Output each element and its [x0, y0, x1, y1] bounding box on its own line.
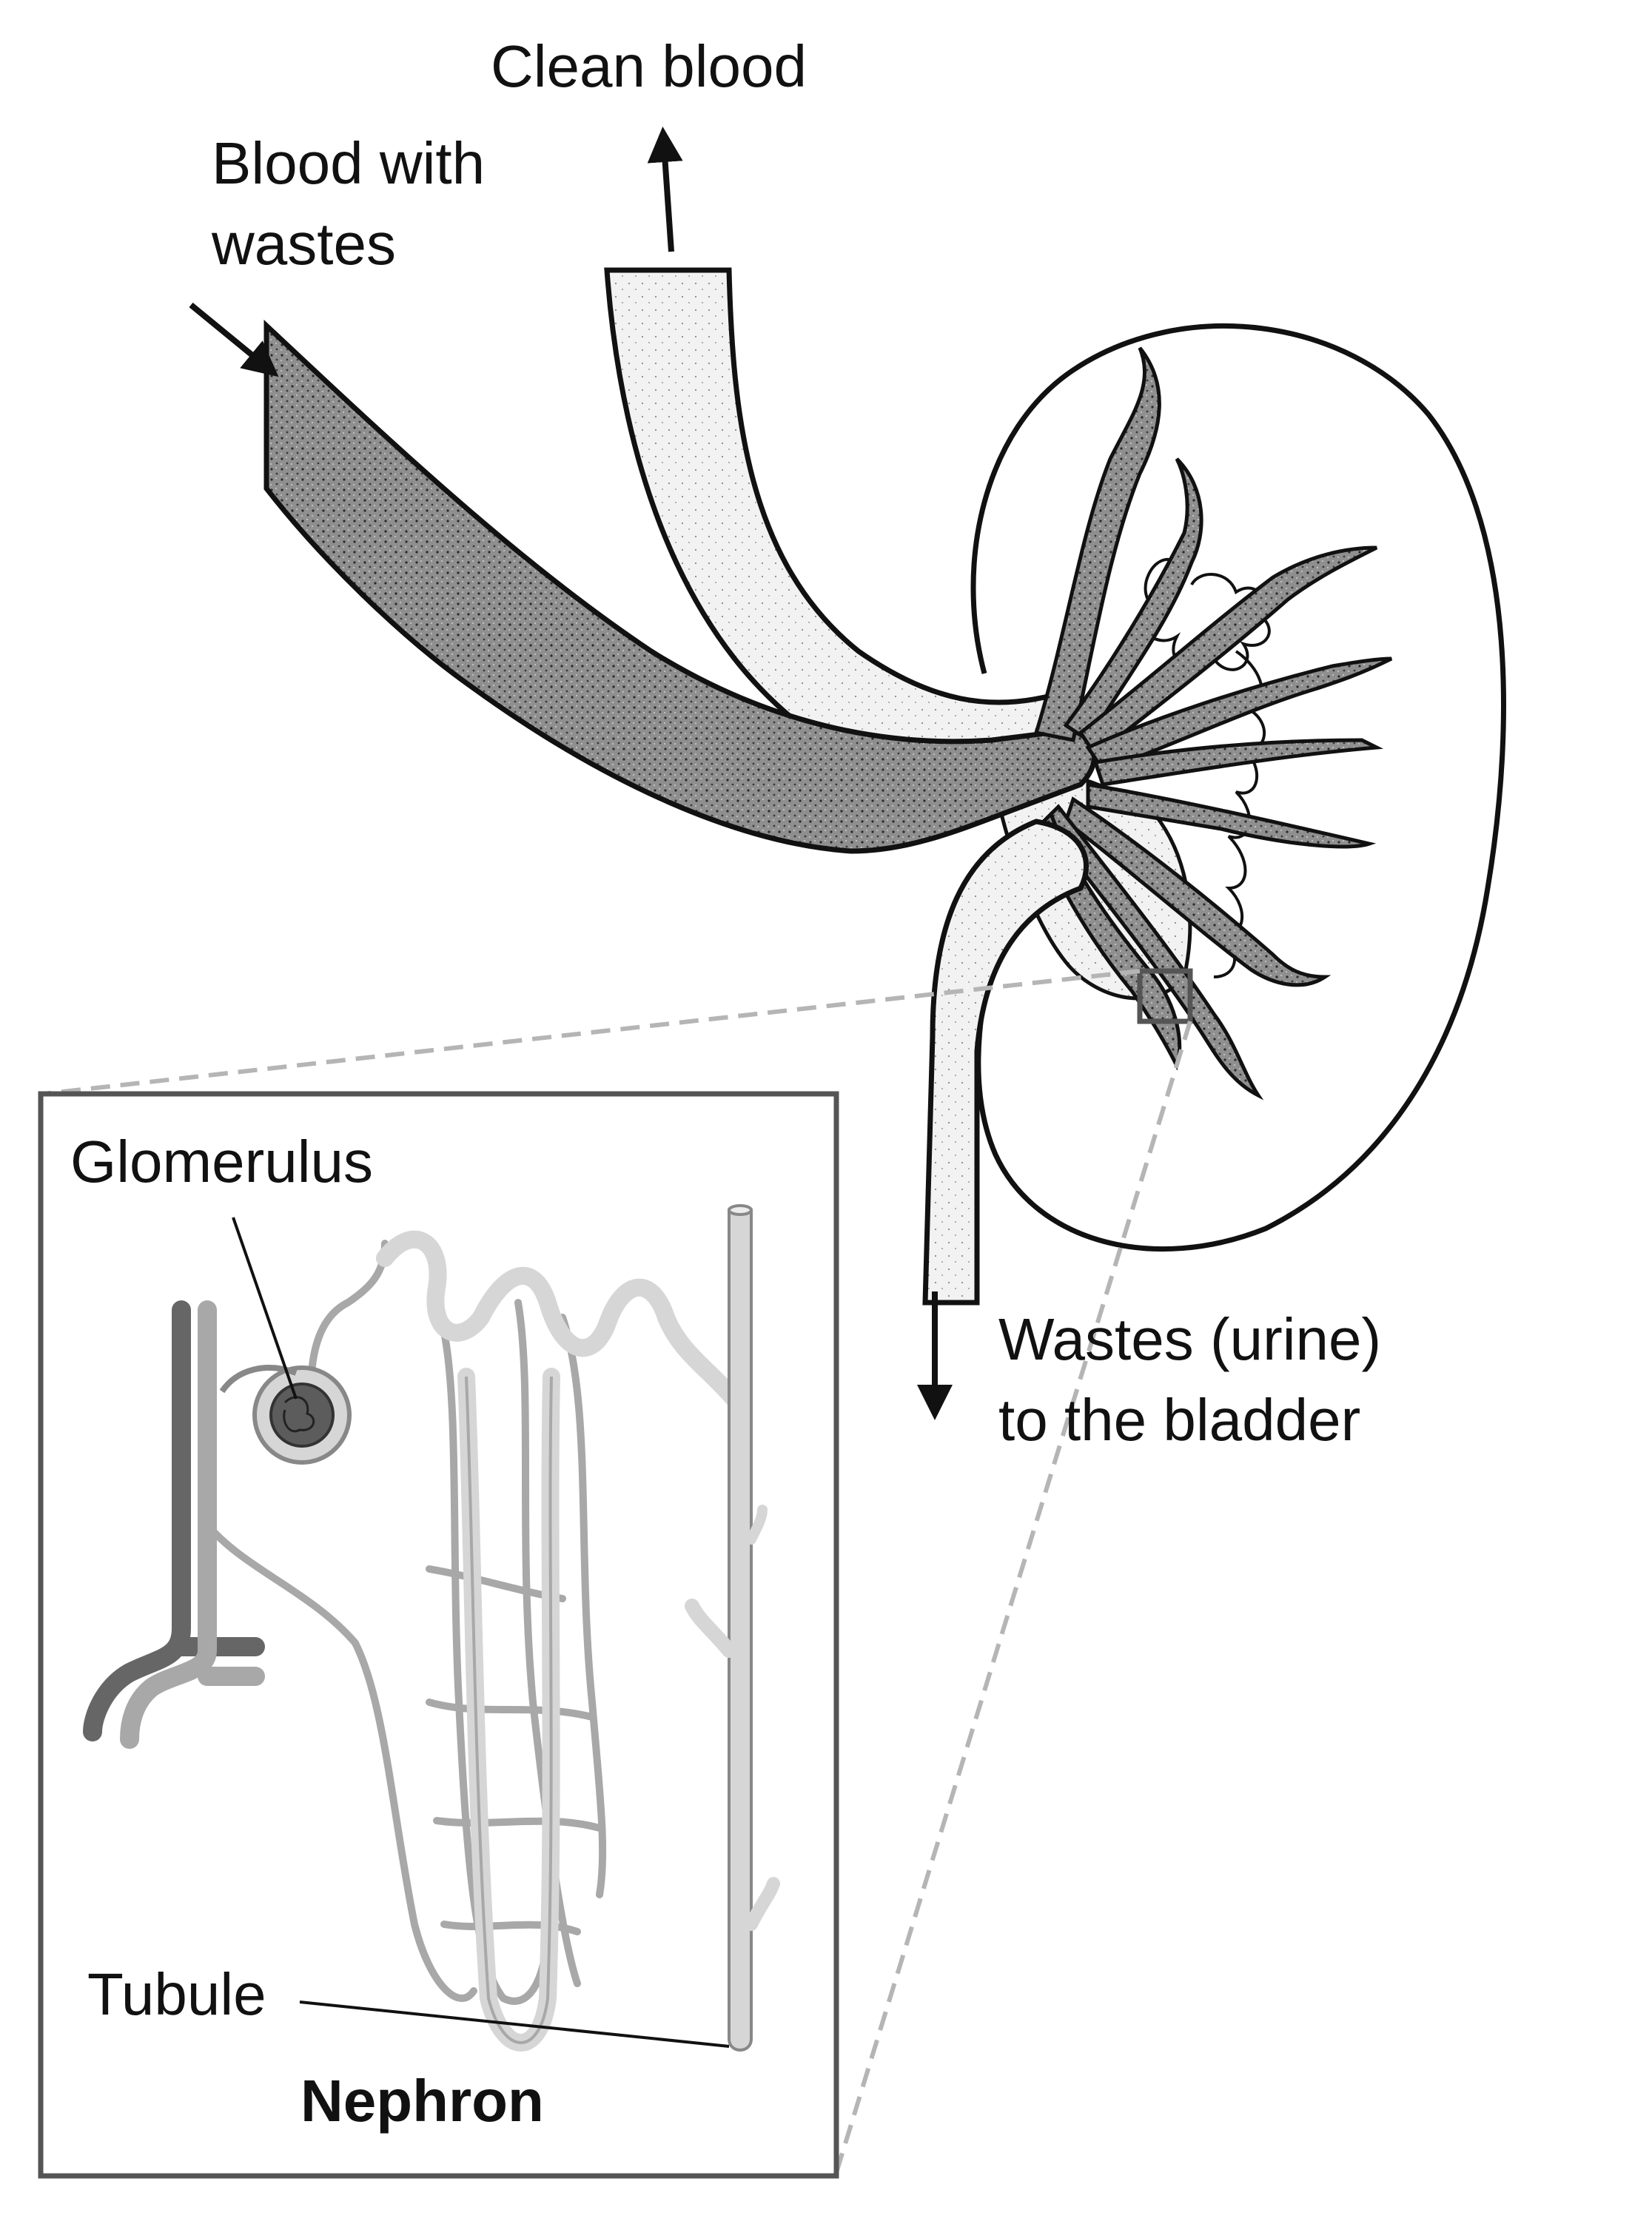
label-clean-blood: Clean blood: [491, 33, 807, 99]
zoom-line-top: [42, 969, 1141, 1096]
efferent-vessel-mid: [120, 1300, 217, 1749]
label-blood-with-wastes-2: wastes: [211, 211, 396, 277]
glomerulus-leader: [232, 1217, 298, 1400]
renal-artery: [263, 319, 1097, 854]
artery-branches: [1033, 346, 1393, 1101]
nephron-illustration: [83, 1204, 780, 2052]
label-wastes-urine-2: to the bladder: [998, 1387, 1360, 1453]
ureter: [922, 819, 1089, 1306]
label-wastes-urine-1: Wastes (urine): [998, 1306, 1381, 1372]
clean-blood-arrow: [647, 127, 683, 252]
zoom-source-box: [1137, 968, 1193, 1024]
label-nephron: Nephron: [300, 2068, 544, 2134]
tubule-leader: [299, 2000, 730, 2048]
collecting-duct: [728, 1209, 753, 2052]
blood-with-wastes-arrow: [189, 302, 279, 377]
label-blood-with-wastes-1: Blood with: [212, 130, 485, 196]
label-glomerulus: Glomerulus: [70, 1129, 373, 1195]
label-tubule: Tubule: [87, 1961, 266, 2027]
glomerulus-ball: [269, 1383, 335, 1448]
zoom-line-bottom: [833, 1021, 1192, 2178]
